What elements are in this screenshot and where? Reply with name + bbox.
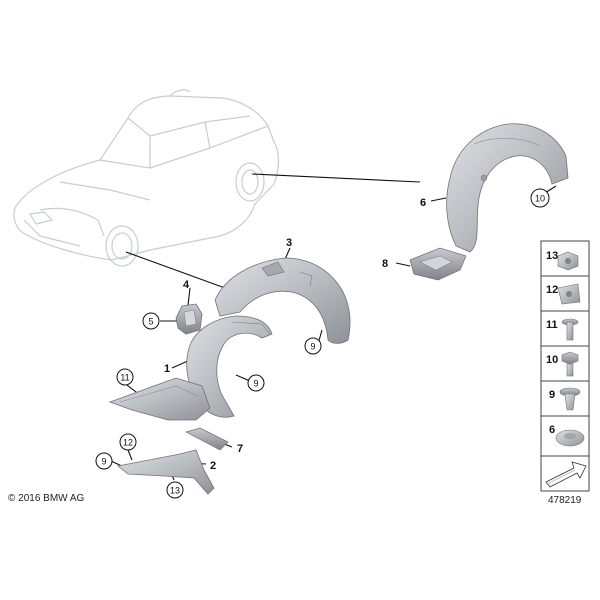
fastener-legend: 13 12 11 10 9 6	[540, 240, 590, 492]
callout-label-9: 9	[253, 379, 258, 389]
clip-nut-icon	[557, 283, 581, 305]
rivet-cap-icon	[555, 429, 585, 447]
arrow-icon	[545, 461, 587, 488]
callout-label-13: 13	[170, 486, 180, 496]
callout-label-11: 11	[120, 373, 129, 383]
legend-label: 10	[546, 354, 558, 366]
callout-label-8: 8	[382, 258, 388, 270]
screw-icon	[561, 318, 579, 341]
legend-label: 6	[549, 424, 555, 436]
callout-label-4: 4	[183, 279, 190, 291]
hex-nut-icon	[557, 251, 579, 271]
collar-screw-icon	[561, 351, 579, 377]
callout-label-7: 7	[237, 443, 243, 455]
diagram-number: 478219	[548, 495, 582, 506]
trim-strip	[185, 427, 229, 451]
callout-labels: 3 4 1 6 8 7 2	[164, 197, 426, 472]
expanding-rivet-icon	[559, 387, 581, 411]
callout-label-9: 9	[101, 457, 106, 467]
callout-label-12: 12	[123, 438, 133, 448]
lower-bracket	[117, 449, 215, 495]
rear-bracket	[409, 247, 467, 281]
rear-wheel-arch-liner	[446, 123, 569, 253]
car-outline	[13, 89, 280, 267]
legend-label: 12	[546, 284, 558, 296]
legend-label: 11	[546, 319, 558, 331]
front-wheel-arch-liner-upper	[214, 257, 351, 344]
callout-label-2: 2	[210, 460, 216, 472]
callout-label-5: 5	[148, 317, 153, 327]
legend-label: 13	[546, 250, 558, 262]
callout-label-1: 1	[164, 363, 170, 375]
legend-label: 9	[549, 389, 555, 401]
callout-label-3: 3	[286, 237, 292, 249]
circled-callouts: 5 9 9 11 10 12 9 13	[95, 188, 550, 499]
callout-label-9: 9	[310, 342, 315, 352]
bracket-part	[175, 303, 203, 335]
callout-label-6: 6	[420, 197, 426, 209]
callout-label-10: 10	[535, 194, 545, 204]
lower-cover-plate	[108, 377, 211, 421]
copyright-text: © 2016 BMW AG	[8, 493, 85, 504]
